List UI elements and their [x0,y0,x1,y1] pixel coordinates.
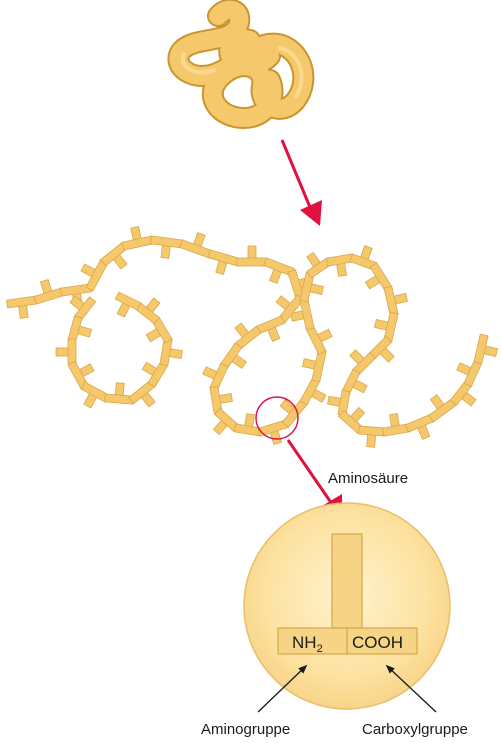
backbone-segment [236,257,268,267]
amino-group-box [277,627,348,655]
backbone-segment [114,291,142,311]
magnifier-ring [255,396,299,440]
carboxyl-group-pointer [385,664,437,713]
backbone-segment [150,235,184,249]
side-chain-bar [331,533,363,629]
carboxyl-group-label: Carboxylgruppe [362,721,468,738]
backbone-segment [325,253,355,267]
backbone-segment [5,295,39,309]
backbone-segment [358,425,386,437]
folded-protein [167,0,315,129]
unfold-arrow [280,139,322,226]
carboxyl-group-box [346,627,418,655]
backbone-segment [473,333,489,365]
amino-acid-label: Aminosäure [328,470,408,487]
amino-group-pointer [257,664,308,713]
nh2-formula: NH2 [292,633,323,655]
enlarged-amino-acid: NH2 COOH [243,502,451,710]
amino-acid-chain [5,226,498,448]
nh2-main: NH [292,633,317,652]
cooh-formula: COOH [352,633,403,652]
nh2-subscript: 2 [317,643,323,655]
amino-group-label: Aminogruppe [201,721,290,738]
backbone-segment [104,393,134,405]
